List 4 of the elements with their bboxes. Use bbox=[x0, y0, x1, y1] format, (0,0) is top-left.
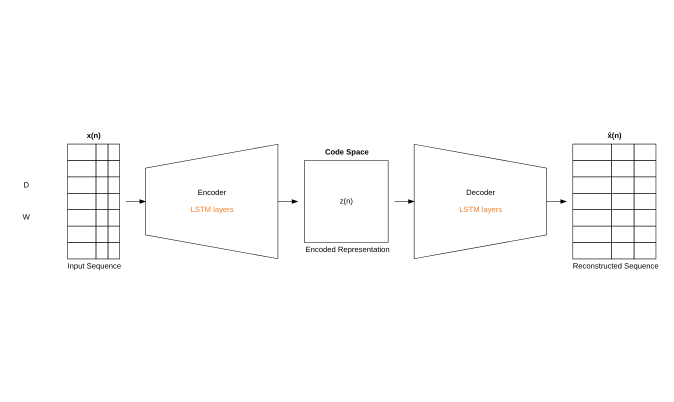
arrow bbox=[278, 198, 298, 204]
arrow bbox=[394, 198, 415, 204]
arrow bbox=[126, 198, 146, 204]
arrow bbox=[546, 198, 567, 204]
